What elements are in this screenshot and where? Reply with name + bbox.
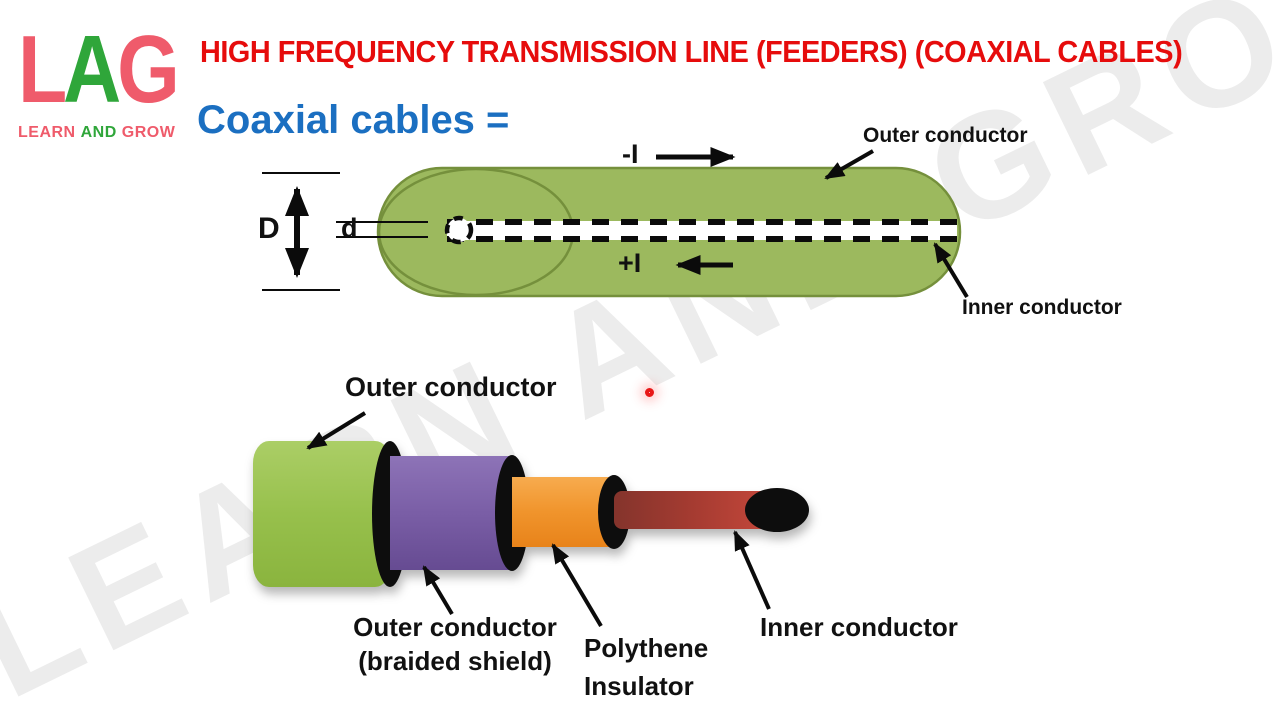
logo-letter-g: G (117, 16, 180, 123)
polythene-insulator-cylinder (512, 477, 614, 547)
positive-current-label: +I (618, 248, 642, 278)
slide-title: HIGH FREQUENCY TRANSMISSION LINE (FEEDER… (200, 34, 1183, 69)
exploded-cable (253, 441, 809, 587)
inner-conductor-end-circle (444, 215, 474, 245)
bottom-outer-conductor-label: Outer conductor (345, 372, 557, 402)
section-heading: Coaxial cables = (197, 98, 510, 142)
polythene-insulator-label-line1: Polythene (584, 633, 709, 663)
logo-letter-l: L (18, 16, 67, 123)
bottom-inner-conductor-label: Inner conductor (760, 612, 958, 642)
braided-shield-cylinder (390, 456, 512, 570)
insulator-pointer-arrow (551, 543, 603, 628)
diameter-d-label: d (341, 213, 358, 243)
top-outer-conductor-label: Outer conductor (863, 124, 1028, 147)
polythene-insulator-label-line2: Insulator (584, 671, 694, 701)
outer-jacket-cylinder (253, 441, 391, 587)
tagline-learn: LEARN (18, 124, 76, 141)
logo-letter-a: A (63, 16, 121, 123)
braided-shield-label-line1: Outer conductor (353, 612, 557, 642)
negative-current-label: -I (622, 139, 639, 169)
braided-shield-label: Outer conductor (braided shield) (330, 610, 580, 678)
inner-conductor-strip (447, 221, 957, 240)
braided-shield-pointer-arrow (422, 565, 454, 616)
braided-shield-label-line2: (braided shield) (358, 646, 552, 676)
inner-conductor-cylinder (614, 491, 788, 529)
laser-pointer-dot (645, 388, 654, 397)
polythene-insulator-label: Polythene Insulator (584, 629, 708, 705)
inner-conductor-bottom-pointer-arrow (733, 530, 771, 610)
diameter-D-label: D (258, 212, 280, 245)
top-inner-conductor-label: Inner conductor (962, 296, 1122, 319)
inner-conductor-pointer-arrow (933, 242, 969, 299)
outer-jacket-pointer-arrow (306, 411, 367, 450)
inner-conductor-tip (745, 488, 809, 532)
tagline-and: AND (80, 124, 117, 141)
outer-conductor-pointer-arrow (824, 149, 874, 180)
tagline-grow: GROW (121, 124, 176, 141)
lag-logo-letters: LAG (18, 22, 180, 118)
